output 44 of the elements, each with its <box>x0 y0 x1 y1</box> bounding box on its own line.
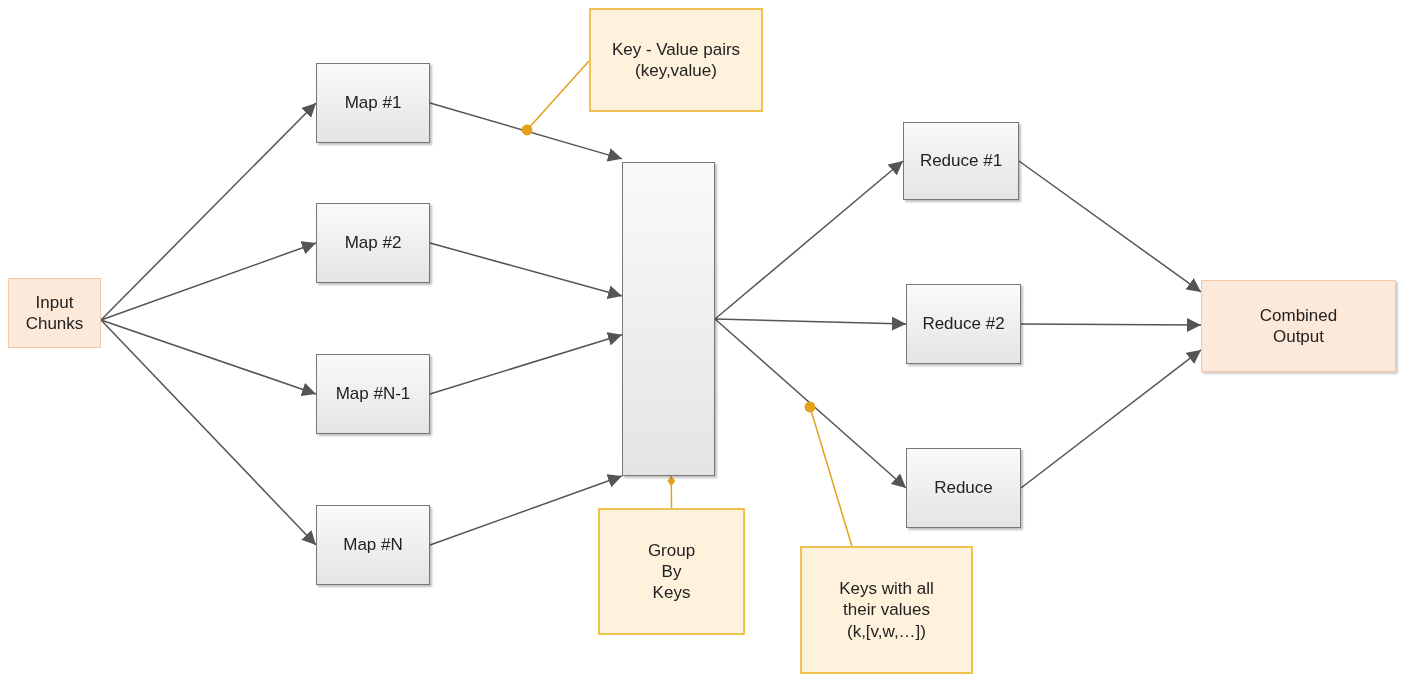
arrow <box>429 474 623 546</box>
node-label: Map #N-1 <box>335 383 411 405</box>
node-label: Map #1 <box>344 92 402 114</box>
arrow <box>100 102 317 321</box>
node-label: Map #N <box>343 534 403 556</box>
input-box <box>8 278 101 348</box>
node-label: Map #2 <box>344 232 402 254</box>
node-label: Combined Output <box>1258 304 1339 348</box>
map-box <box>316 203 430 283</box>
arrow <box>429 332 623 395</box>
arrow <box>1020 318 1202 332</box>
map-box <box>316 354 430 434</box>
arrow <box>714 160 904 320</box>
callout-box <box>800 546 973 674</box>
arrow <box>429 102 623 162</box>
map-box <box>316 63 430 143</box>
arrow <box>100 319 317 546</box>
arrow <box>714 318 907 489</box>
node-label: Keys with all their values <box>838 578 935 621</box>
arrow <box>1018 160 1202 293</box>
reduce-box <box>903 122 1019 200</box>
callout-box <box>589 8 763 112</box>
node-label: Key - Value pairs <box>611 38 741 60</box>
leader-line <box>667 475 676 509</box>
arrow <box>100 241 317 321</box>
node-label: (key,value) <box>635 60 717 82</box>
map-box <box>316 505 430 585</box>
reduce-box <box>906 448 1021 528</box>
arrow <box>429 242 623 300</box>
node-label: (k,[v,w,…]) <box>847 620 926 642</box>
group-box <box>622 162 715 476</box>
node-label: Group By Keys <box>646 539 697 604</box>
leader-line <box>521 60 590 136</box>
arrow <box>714 316 907 331</box>
output-box <box>1201 280 1396 372</box>
leader-line <box>804 401 853 547</box>
callout-box <box>598 508 745 635</box>
node-label: Input Chunks <box>24 291 85 335</box>
node-label: Reduce #1 <box>919 150 1003 172</box>
arrow <box>1020 349 1202 489</box>
arrow <box>100 319 317 397</box>
node-label: Reduce <box>934 477 993 499</box>
node-label: Reduce #2 <box>922 313 1005 335</box>
reduce-box <box>906 284 1021 364</box>
